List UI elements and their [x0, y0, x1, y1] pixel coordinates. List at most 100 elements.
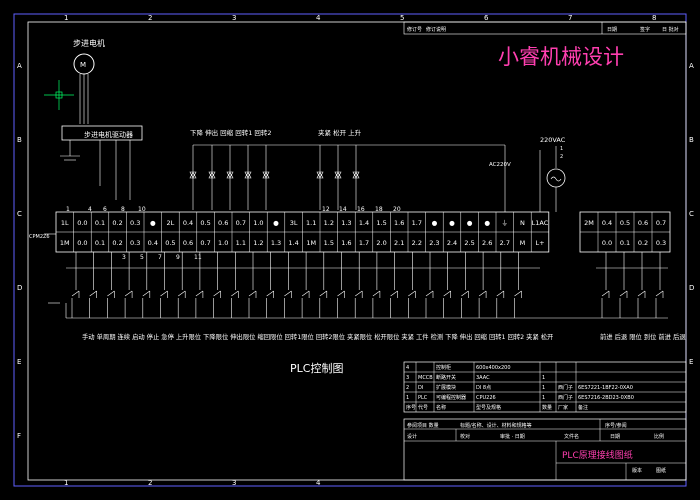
input-terminal-label: 2.4 [447, 239, 457, 247]
contact-blade [301, 290, 310, 297]
crosshair-marker [44, 80, 74, 110]
ext-input-label: 0.3 [656, 239, 666, 247]
terminal-number: 3 [122, 254, 126, 261]
output-terminal-label: ⏚ [502, 219, 509, 227]
output-terminal-label: 1L [61, 219, 69, 227]
output-terminal-label: 0.1 [95, 219, 105, 227]
terminal-number: 11 [194, 254, 202, 261]
diagram-title: PLC控制图 [290, 361, 343, 375]
terminal-number: 12 [322, 206, 330, 213]
title-cell: 序号/参阅 [605, 422, 627, 429]
output-coils [189, 144, 505, 210]
bom-cell: 6ES7221-1BF22-0XA0 [578, 385, 633, 391]
terminal-number: 6 [103, 206, 107, 213]
output-terminal-label: ● [432, 219, 438, 227]
motor-label: 步进电机 [73, 38, 105, 48]
bom-cell: 序号 [406, 404, 416, 411]
bom-cell: 3AAC [476, 375, 490, 381]
input-terminal-label: 2.3 [429, 239, 439, 247]
bom-cell: 备注 [578, 404, 588, 411]
plc-main-terminal-strip: 1L1M0.00.00.10.10.20.20.30.3●0.42L0.50.4… [55, 211, 550, 253]
col-label-top: 4 [316, 14, 321, 22]
bom-cell: 控制柜 [436, 364, 451, 371]
outer-frame [13, 13, 687, 487]
output-terminal-label: 1.3 [341, 219, 351, 227]
bom-cell: 西门子 [558, 394, 573, 401]
row-label-left: A [17, 62, 22, 70]
col-label-bottom: 4 [316, 479, 321, 487]
contact-blade [637, 290, 646, 297]
bom-cell: DI 8点 [476, 385, 491, 391]
input-terminal-label: 2.5 [464, 239, 474, 247]
contact-blade [160, 290, 168, 297]
output-terminal-label: 1.5 [376, 219, 386, 227]
output-terminal-label: 0.0 [77, 219, 87, 227]
row-label-left: F [17, 432, 21, 440]
title-cell: 参阅项目 数量 [407, 422, 439, 429]
input-terminal-label: 0.4 [148, 239, 158, 247]
title-cell: 校对 [460, 433, 470, 440]
power-node: 1 [560, 146, 563, 152]
title-cell: 文件名 [564, 433, 579, 440]
ext-output-label: 2M [584, 219, 594, 227]
input-terminal-label: 0.3 [130, 239, 140, 247]
output-terminal-label: 0.4 [183, 219, 193, 227]
bom-cell: 3 [406, 375, 409, 381]
contact-blade [372, 290, 381, 297]
stepper-driver: 步进电机驱动器 [60, 125, 143, 200]
input-terminal-label: 2.7 [500, 239, 510, 247]
output-terminal-label: 3L [290, 219, 298, 227]
drawing-name: PLC原理接线图纸 [562, 449, 633, 461]
input-terminal-label: M [520, 239, 526, 247]
row-label-right: E [689, 358, 693, 366]
title-cell: 版本 [632, 467, 642, 474]
col-label-top: 6 [484, 14, 489, 22]
contact-blade [619, 290, 628, 297]
terminal-number: 8 [121, 206, 125, 213]
terminal-number: 14 [339, 206, 347, 213]
output-terminal-label: 2L [167, 219, 175, 227]
title-cell: 审批 · 日期 [500, 433, 525, 440]
output-terminal-label: 1.6 [394, 219, 404, 227]
bom-cell: 2 [406, 385, 409, 391]
output-terminal-label: 0.3 [130, 219, 140, 227]
output-terminal-label: 0.2 [112, 219, 122, 227]
ext-output-label: 0.7 [656, 219, 666, 227]
row-label-left: C [17, 210, 22, 218]
input-terminal-label: 1M [306, 239, 316, 247]
output-terminal-label: N [520, 219, 525, 227]
output-terminal-label: ● [449, 219, 455, 227]
output-terminal-label: ● [467, 219, 473, 227]
ext-input-label: 0.0 [602, 239, 612, 247]
output-terminal-label: L1AC [532, 219, 549, 227]
input-labels-right: 前进 后退 限位 到位 前进 后退 [600, 332, 686, 341]
power-supply: 220VAC 1 2 [539, 136, 566, 212]
contact-blade [284, 290, 292, 297]
bom-cell: 1 [542, 375, 545, 381]
contact-blade [142, 290, 150, 297]
ext-input-label: 0.2 [638, 239, 648, 247]
input-terminal-label: 0.5 [165, 239, 175, 247]
revision-label: 修订说明 [426, 26, 446, 33]
bom-cell: 1 [542, 385, 545, 391]
col-label-bottom: 2 [148, 479, 152, 487]
input-terminal-label: 0.6 [183, 239, 193, 247]
output-terminal-label: 0.6 [218, 219, 228, 227]
terminal-number: 18 [375, 206, 383, 213]
input-terminal-label: 2.6 [482, 239, 492, 247]
plc-model-marker: CPM2Z6 [29, 234, 50, 240]
output-terminal-label: ● [273, 219, 279, 227]
power-label: 220VAC [540, 136, 566, 144]
output-terminal-label: 1.0 [253, 219, 263, 227]
contact-blade [425, 290, 434, 297]
contact-blade [443, 290, 451, 297]
contact-blade [408, 290, 416, 297]
col-label-top: 1 [64, 14, 68, 22]
terminal-number: 9 [176, 254, 180, 261]
inner-frame [27, 21, 687, 481]
motor-symbol: M [80, 61, 86, 69]
input-terminal-label: 0.0 [77, 239, 87, 247]
output-terminal-label: ● [484, 219, 490, 227]
contact-blade [319, 290, 327, 297]
